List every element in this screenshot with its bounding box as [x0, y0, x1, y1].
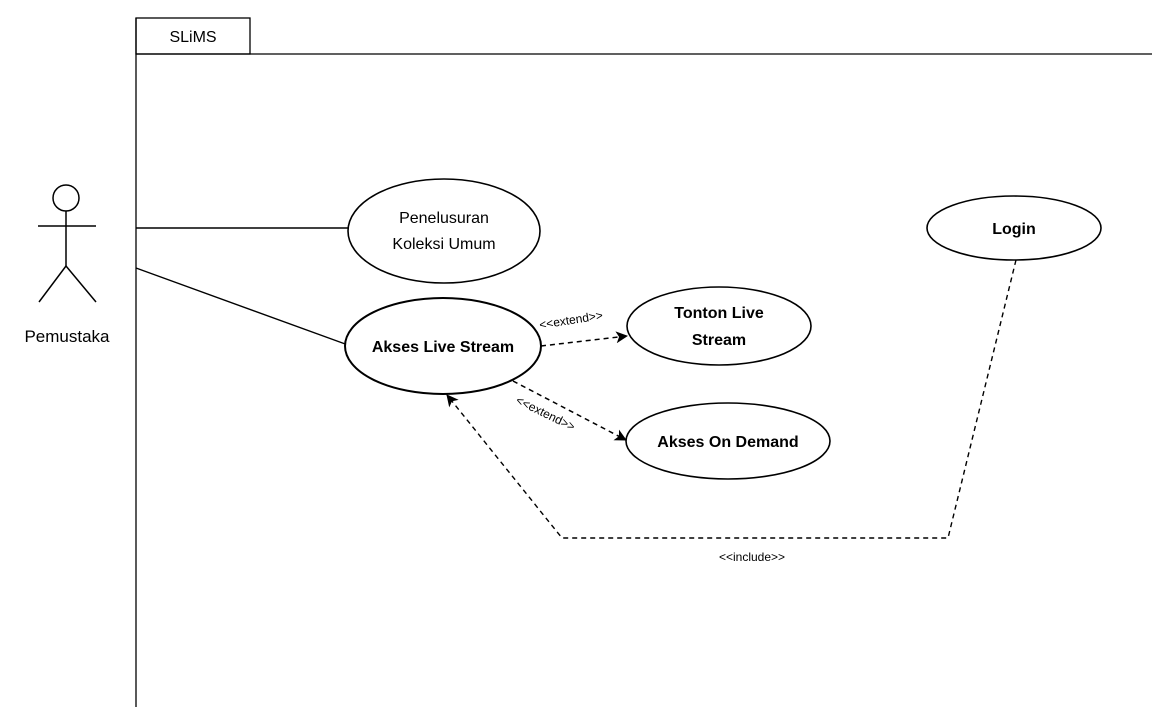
usecase-tonton-live-shape	[626, 286, 812, 366]
extend-relation-tonton	[540, 331, 628, 347]
system-boundary: SLiMS	[135, 17, 1152, 707]
include-relation	[446, 259, 1017, 539]
usecase-tonton-line1: Tonton Live	[674, 305, 764, 322]
usecase-login-shape	[926, 195, 1102, 261]
extend-relation-on-demand	[512, 380, 627, 441]
actor-pemustaka	[38, 184, 97, 303]
usecase-on-demand-shape	[625, 402, 831, 480]
usecase-on-demand-label: Akses On Demand	[657, 434, 798, 451]
include-label: <<include>>	[719, 550, 785, 564]
extend-label-2: <<extend>>	[514, 393, 578, 434]
system-name: SLiMS	[169, 29, 216, 46]
usecase-akses-live-label: Akses Live Stream	[372, 339, 514, 356]
actor-left-leg	[38, 265, 67, 303]
extend-label-1: <<extend>>	[538, 308, 603, 332]
usecase-login-label: Login	[992, 221, 1036, 238]
actor-right-leg	[65, 265, 97, 303]
usecase-akses-on-demand: Akses On Demand	[625, 402, 831, 480]
association-akses-live	[135, 267, 349, 346]
usecase-penelusuran-line1: Penelusuran	[399, 210, 489, 227]
usecase-penelusuran-shape	[347, 178, 541, 284]
usecase-akses-live-stream: Akses Live Stream	[344, 297, 542, 395]
usecase-tonton-live-stream: Tonton Live Stream	[626, 286, 812, 366]
usecase-login: Login	[926, 195, 1102, 261]
usecase-penelusuran-line2: Koleksi Umum	[392, 236, 495, 253]
usecase-penelusuran-koleksi-umum: Penelusuran Koleksi Umum	[347, 178, 541, 284]
actor-head	[52, 184, 80, 212]
system-tab	[135, 17, 251, 55]
usecase-tonton-line2: Stream	[692, 332, 746, 349]
actor-name: Pemustaka	[24, 327, 110, 346]
